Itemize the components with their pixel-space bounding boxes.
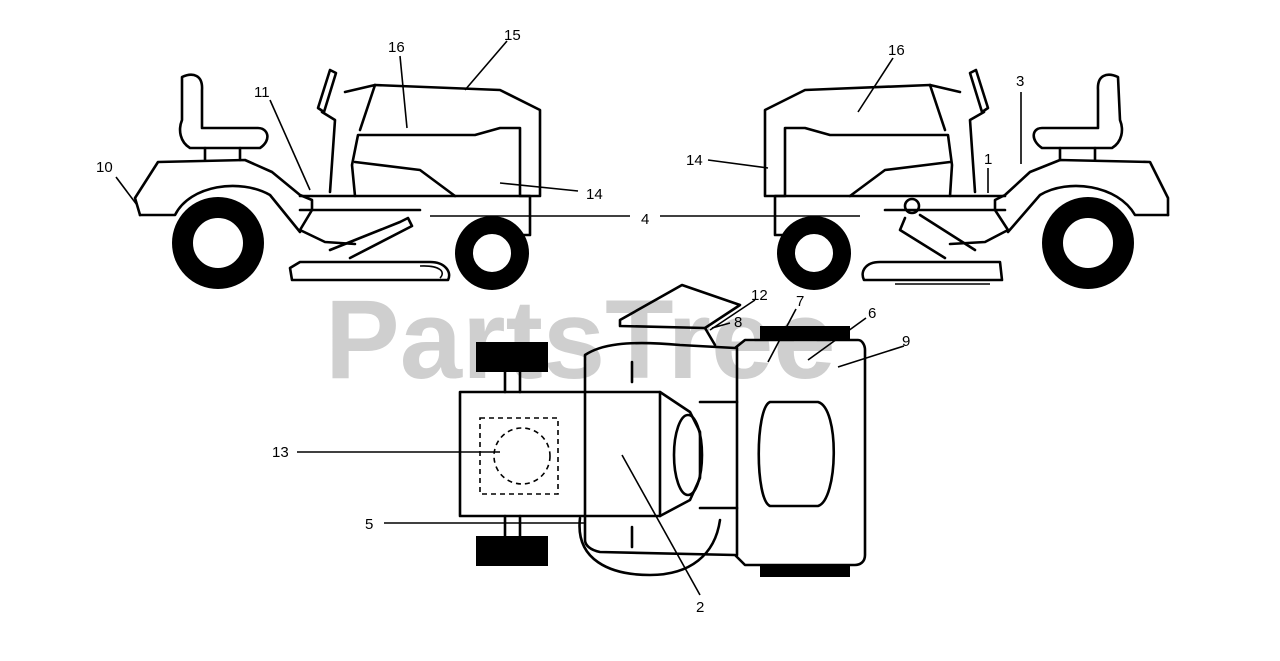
top-front-tire-upper bbox=[760, 326, 850, 340]
callout-13: 13 bbox=[272, 444, 289, 461]
callout-leaders bbox=[115, 40, 1022, 596]
callout-6: 6 bbox=[868, 305, 876, 322]
callout-15: 15 bbox=[504, 27, 521, 44]
top-hood bbox=[458, 390, 702, 518]
left-rear-fender bbox=[138, 184, 302, 234]
callout-3: 3 bbox=[1016, 73, 1024, 90]
left-steering-wheel bbox=[316, 68, 338, 114]
top-seat-back bbox=[618, 283, 742, 330]
top-rear-tire-lower bbox=[476, 536, 548, 566]
callout-7: 7 bbox=[796, 293, 804, 310]
tractor-left-side-view bbox=[133, 68, 542, 290]
callout-9: 9 bbox=[902, 333, 910, 350]
top-discharge-chute bbox=[578, 516, 722, 577]
callout-4: 4 bbox=[641, 211, 649, 228]
callout-5: 5 bbox=[365, 516, 373, 533]
right-steering-wheel bbox=[968, 68, 990, 114]
callout-16-left: 16 bbox=[388, 39, 405, 56]
callout-12: 12 bbox=[751, 287, 768, 304]
left-mower-deck bbox=[288, 260, 451, 282]
tractor-right-side-view bbox=[763, 68, 1170, 290]
top-body-outline bbox=[583, 338, 867, 567]
callout-11: 11 bbox=[254, 84, 270, 101]
top-grille bbox=[672, 413, 704, 497]
callout-1: 1 bbox=[984, 151, 992, 168]
top-dashed-label-area bbox=[479, 417, 559, 495]
callout-8: 8 bbox=[734, 314, 742, 331]
right-rear-fender bbox=[1006, 184, 1170, 234]
right-hood bbox=[763, 83, 962, 198]
callout-10: 10 bbox=[96, 159, 113, 176]
callout-14-right: 14 bbox=[686, 152, 703, 169]
left-seat bbox=[178, 73, 269, 150]
right-mower-deck bbox=[861, 260, 1004, 282]
right-seat bbox=[1032, 73, 1124, 150]
callout-16-right: 16 bbox=[888, 42, 905, 59]
top-front-tire-lower bbox=[760, 565, 850, 577]
callout-numbers: 1 2 3 4 5 6 7 8 9 10 11 12 13 14 14 15 1… bbox=[96, 27, 1024, 616]
top-dashed-circle bbox=[493, 427, 551, 485]
callout-14-left: 14 bbox=[586, 186, 603, 203]
right-lift-lever bbox=[918, 213, 977, 252]
top-rear-tire-upper bbox=[476, 342, 548, 372]
left-hood bbox=[343, 83, 542, 198]
top-seat bbox=[757, 400, 836, 508]
callout-2: 2 bbox=[696, 599, 704, 616]
left-lift-lever bbox=[328, 216, 414, 260]
tractor-top-view bbox=[458, 283, 867, 577]
